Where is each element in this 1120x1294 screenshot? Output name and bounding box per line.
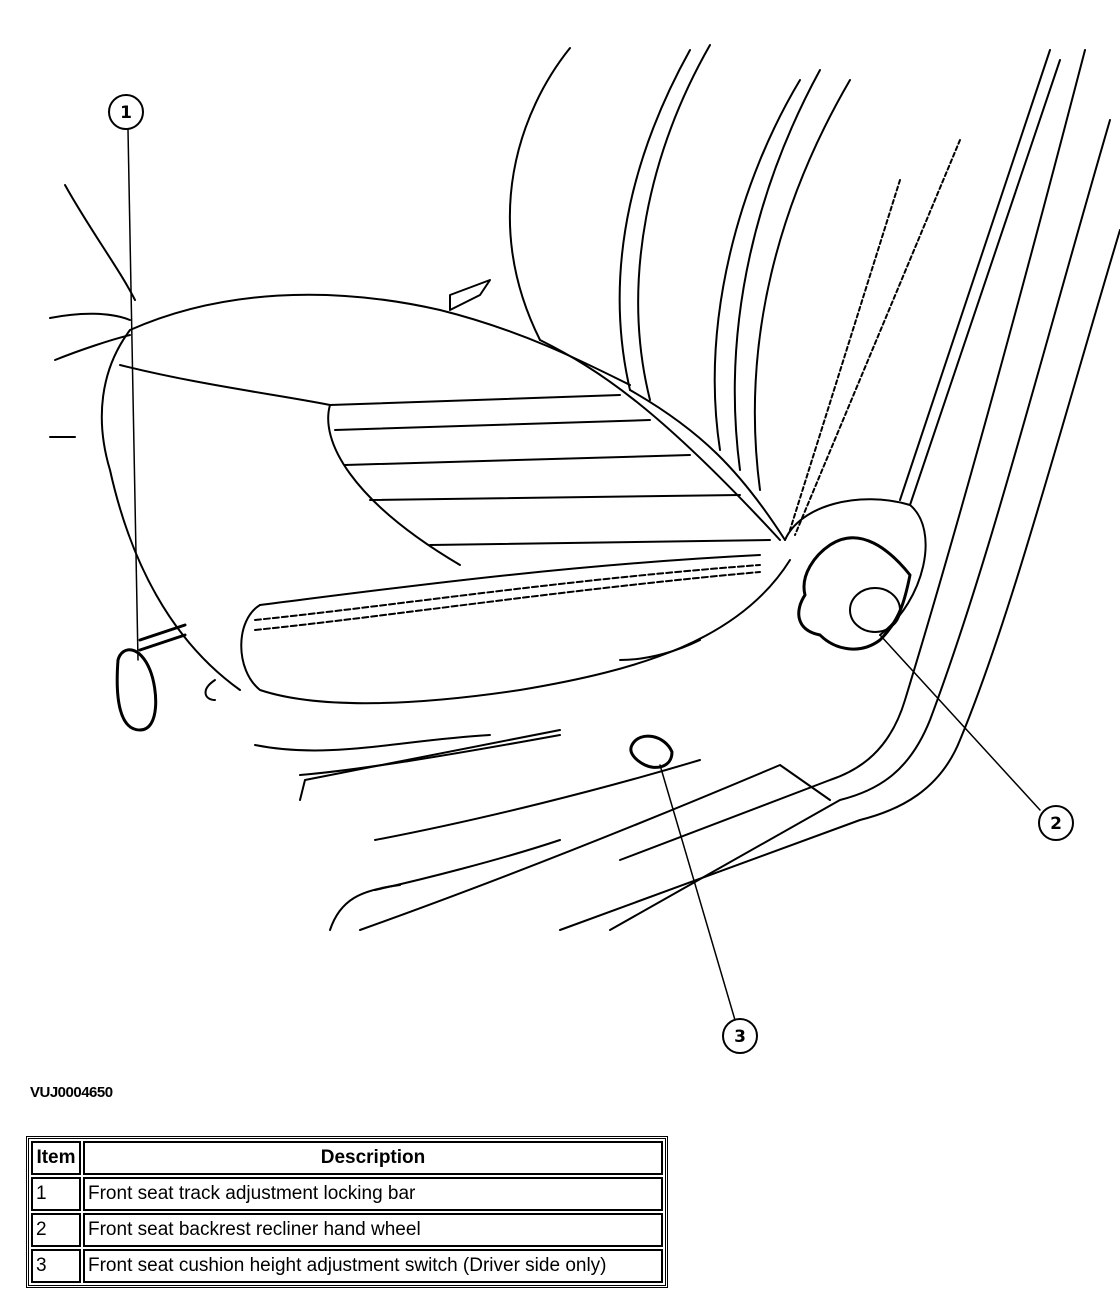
legend-item-number: 1: [31, 1177, 81, 1211]
table-row: 3 Front seat cushion height adjustment s…: [31, 1249, 663, 1283]
legend-item-description: Front seat track adjustment locking bar: [83, 1177, 663, 1211]
callout-1: 1: [108, 94, 144, 130]
legend-header-row: Item Description: [31, 1141, 663, 1175]
table-row: 2 Front seat backrest recliner hand whee…: [31, 1213, 663, 1247]
figure-id: VUJ0004650: [30, 1084, 113, 1101]
seat-base: [254, 639, 831, 931]
track-locking-bar: [115, 623, 187, 732]
seat-backrest: [508, 44, 961, 541]
recliner-hand-wheel: [784, 498, 927, 651]
legend-header-description: Description: [83, 1141, 663, 1175]
seat-line-drawing: 1 2 3: [49, 44, 1120, 1054]
callout-2: 2: [1038, 805, 1074, 841]
callout-1-label: 1: [120, 103, 132, 123]
legend-item-description: Front seat backrest recliner hand wheel: [83, 1213, 663, 1247]
callout-2-label: 2: [1050, 814, 1062, 834]
legend-item-description: Front seat cushion height adjustment swi…: [83, 1249, 663, 1283]
legend-item-number: 2: [31, 1213, 81, 1247]
adjacent-trim: [49, 184, 136, 438]
table-row: 1 Front seat track adjustment locking ba…: [31, 1177, 663, 1211]
callout-3-label: 3: [734, 1027, 746, 1047]
callout-3: 3: [722, 1018, 758, 1054]
legend-table: Item Description 1 Front seat track adju…: [26, 1136, 668, 1288]
height-adjust-switch: [629, 734, 674, 769]
legend-header-item: Item: [31, 1141, 81, 1175]
seat-cushion: [100, 279, 791, 705]
legend-item-number: 3: [31, 1249, 81, 1283]
door-frame: [559, 49, 1120, 931]
leader-lines: [127, 129, 1041, 1021]
